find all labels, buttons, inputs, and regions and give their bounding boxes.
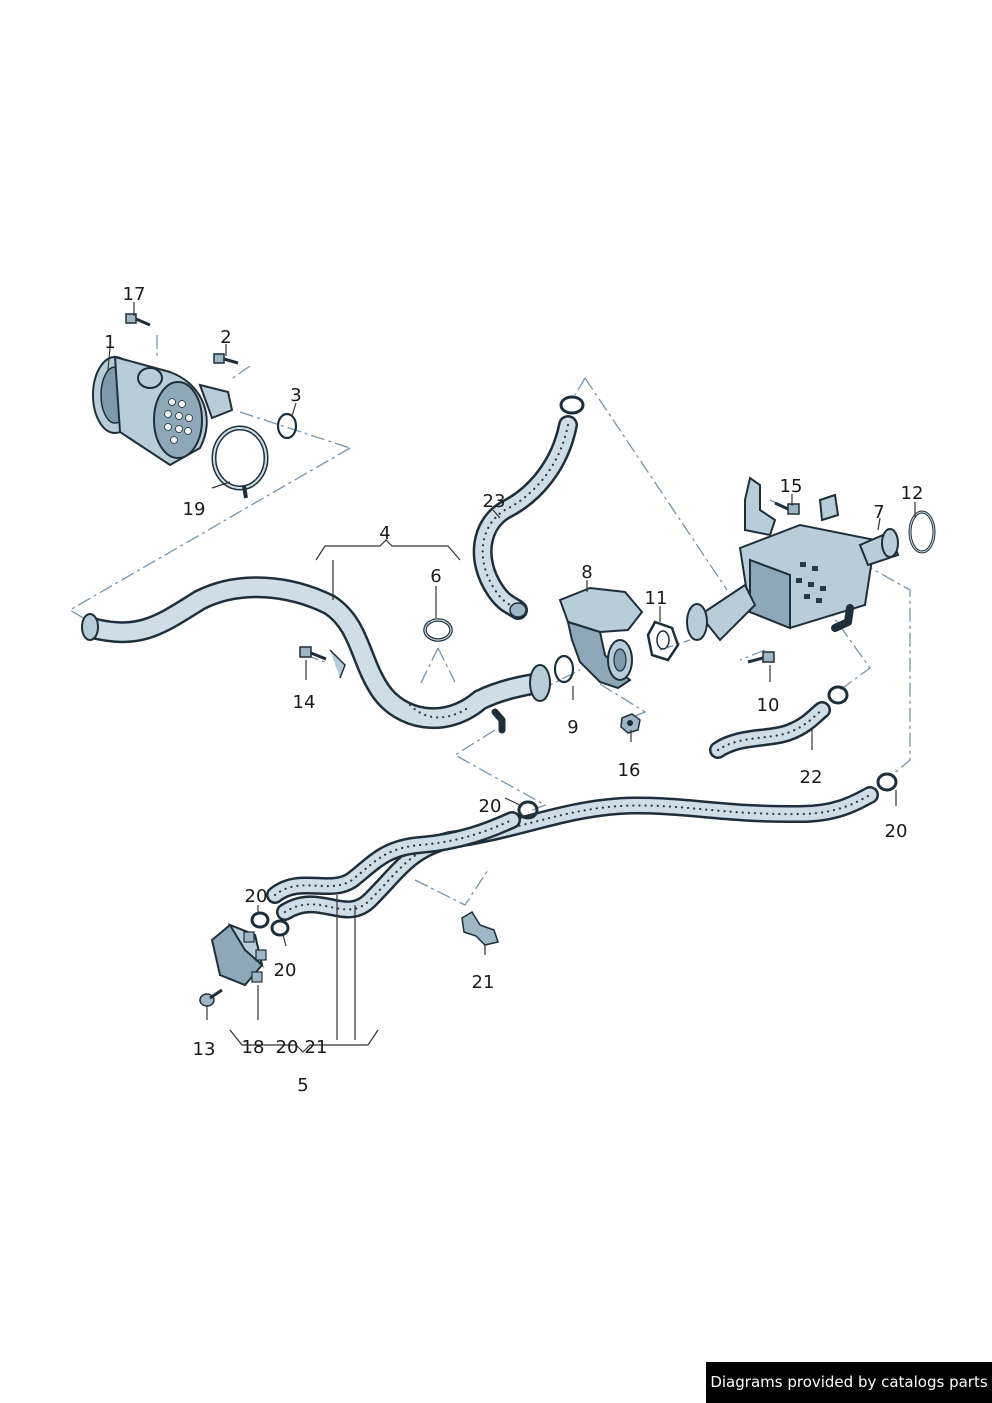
bracket-21[interactable] xyxy=(461,910,499,946)
callout-5: 5 xyxy=(297,1075,308,1096)
callout-21: 21 xyxy=(472,972,495,993)
gasket-11[interactable] xyxy=(646,620,680,662)
hose-clamp-6[interactable] xyxy=(423,618,453,642)
callout-18: 18 xyxy=(242,1037,265,1058)
callout-8: 8 xyxy=(581,562,592,583)
callout-20-left: 20 xyxy=(245,886,268,907)
callout-15: 15 xyxy=(780,476,803,497)
callout-16: 16 xyxy=(618,760,641,781)
nut-16[interactable] xyxy=(620,713,641,734)
callout-3: 3 xyxy=(290,385,301,406)
o-ring-9[interactable] xyxy=(553,654,575,684)
callout-12: 12 xyxy=(901,483,924,504)
callout-2: 2 xyxy=(220,327,231,348)
callout-9: 9 xyxy=(567,717,578,738)
egr-pipe-4[interactable] xyxy=(81,576,551,734)
callout-23: 23 xyxy=(483,491,506,512)
callout-7: 7 xyxy=(873,502,884,523)
bolt-15[interactable] xyxy=(774,501,800,515)
coolant-valve-18[interactable] xyxy=(210,922,267,987)
bolt-14[interactable] xyxy=(299,646,327,661)
callout-4: 4 xyxy=(379,523,390,544)
bolt-10[interactable] xyxy=(747,651,775,664)
gasket-19[interactable] xyxy=(211,425,269,499)
callout-17: 17 xyxy=(123,284,146,305)
coolant-line-5[interactable] xyxy=(266,786,879,921)
gasket-12[interactable] xyxy=(908,510,936,554)
callout-1: 1 xyxy=(104,332,115,353)
callout-19: 19 xyxy=(183,499,206,520)
egr-cooler-7[interactable] xyxy=(686,476,900,642)
egr-valve-housing[interactable] xyxy=(92,355,234,467)
credit-footer: Diagrams provided by catalogs parts xyxy=(706,1362,992,1403)
callout-22: 22 xyxy=(800,767,823,788)
bolt-2[interactable] xyxy=(213,353,239,365)
callout-20-lower: 20 xyxy=(274,960,297,981)
clamp-20-group[interactable] xyxy=(250,772,898,937)
coolant-hose-22[interactable] xyxy=(709,685,849,759)
callout-20-group: 20 xyxy=(276,1037,299,1058)
bolt-17[interactable] xyxy=(125,313,151,327)
callout-21-group: 21 xyxy=(305,1037,328,1058)
callout-leaders xyxy=(107,302,916,1053)
callout-10: 10 xyxy=(757,695,780,716)
callout-14: 14 xyxy=(293,692,316,713)
callout-13: 13 xyxy=(193,1039,216,1060)
bolt-13[interactable] xyxy=(199,988,223,1007)
o-ring-3[interactable] xyxy=(276,412,298,440)
callout-20-upper: 20 xyxy=(479,796,502,817)
callout-6: 6 xyxy=(430,566,441,587)
callout-20-right: 20 xyxy=(885,821,908,842)
egr-valve-8[interactable] xyxy=(558,586,644,690)
callout-11: 11 xyxy=(645,588,668,609)
coolant-hose-23[interactable] xyxy=(472,395,585,620)
callout-labels: 17 1 2 3 19 23 4 6 8 11 15 12 7 14 9 16 … xyxy=(104,284,923,1096)
